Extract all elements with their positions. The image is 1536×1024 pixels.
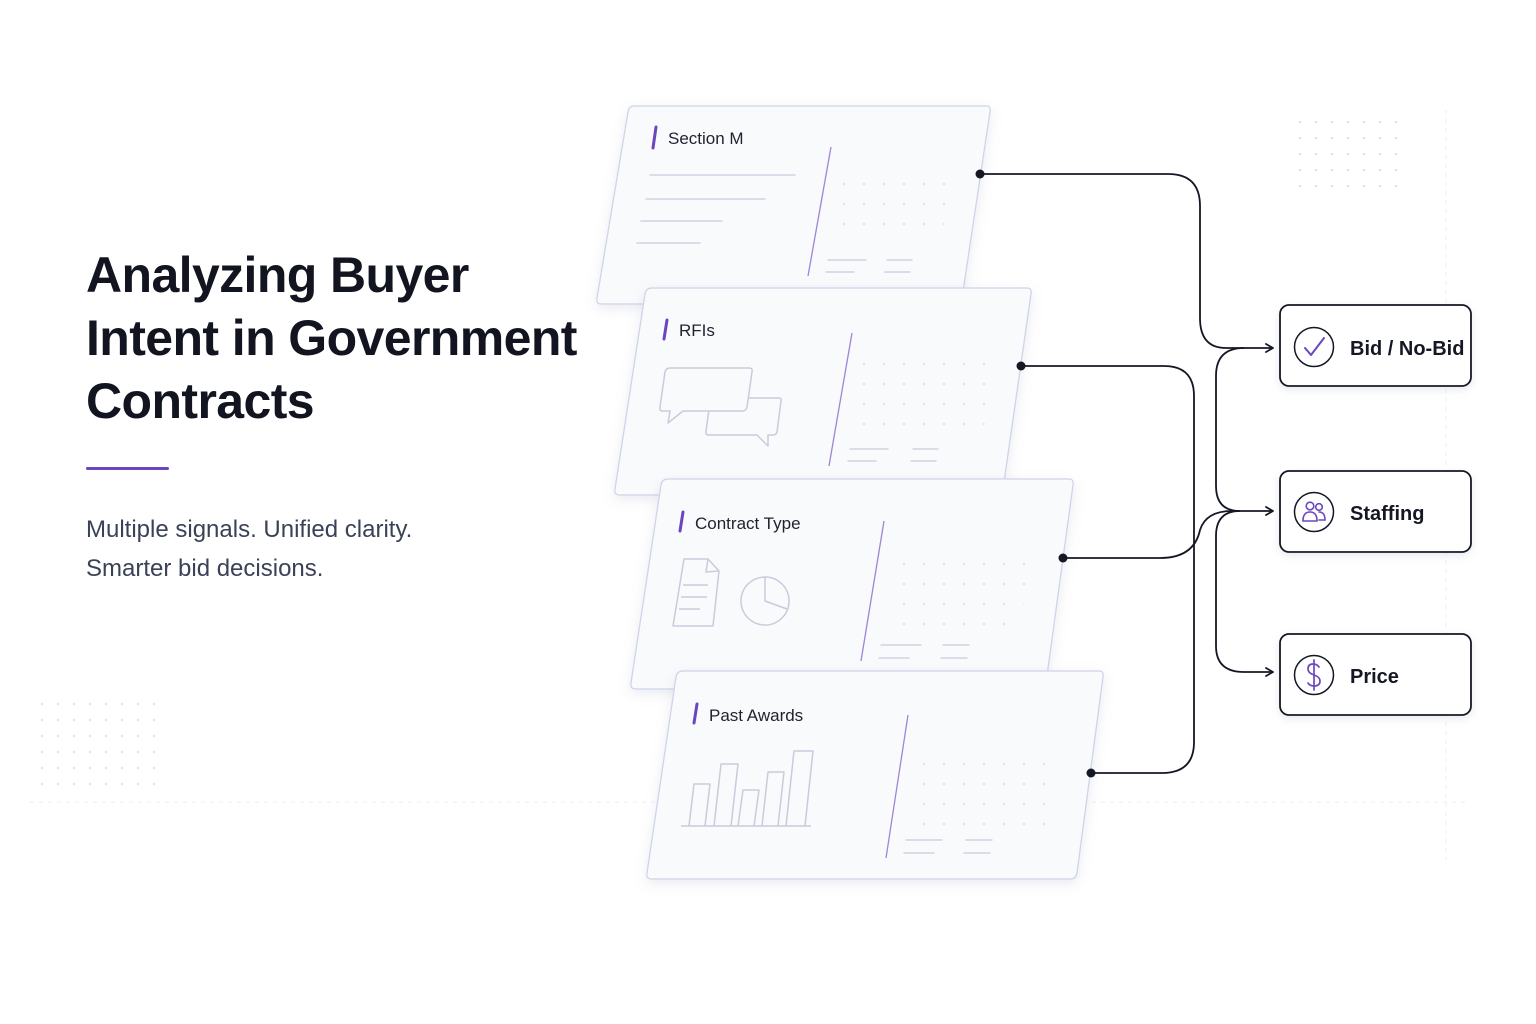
checkmark-icon — [1304, 337, 1325, 356]
card-dot-field — [852, 360, 993, 434]
title-accent-rule — [86, 467, 169, 470]
output-label: Price — [1350, 666, 1399, 688]
connector-dot-rfis — [1016, 361, 1026, 371]
card-accent-bar — [692, 702, 699, 725]
tagline-line-2: Smarter bid decisions. — [86, 555, 324, 582]
output-box-bid-no-bid: Bid / No-Bid — [1279, 304, 1472, 387]
input-card-contract-type: Contract Type — [630, 478, 1074, 690]
output-box-price: Price — [1279, 633, 1472, 716]
card-title: RFIs — [679, 321, 715, 340]
connector-dot-contract-type — [1058, 553, 1068, 563]
card-footer-lines — [847, 448, 939, 462]
title-line-3: Contracts — [86, 373, 315, 429]
people-icon — [1302, 501, 1326, 522]
card-title: Contract Type — [695, 514, 801, 533]
connector-contract-type — [1063, 506, 1274, 559]
connector-lines — [975, 169, 1274, 778]
card-divider — [885, 714, 909, 859]
card-divider — [860, 520, 885, 662]
icon-ring — [1293, 326, 1335, 368]
connector-rfis — [1021, 365, 1195, 774]
document-pie-icon — [672, 558, 790, 627]
dot-grid-bottom-left — [38, 700, 168, 796]
card-divider — [807, 146, 832, 277]
title-line-2: Intent in Government — [86, 310, 577, 366]
dollar-icon — [1307, 659, 1321, 691]
connector-branch-price — [1215, 510, 1274, 677]
connector-branch-bid — [1215, 347, 1245, 512]
card-footer-lines — [878, 644, 970, 659]
dot-grid-top-right — [1296, 118, 1406, 188]
card-footer-lines — [903, 839, 993, 854]
bar-chart-icon — [681, 750, 814, 827]
card-footer-lines — [825, 259, 913, 273]
card-title: Past Awards — [709, 706, 803, 725]
card-accent-bar — [678, 510, 685, 533]
card-dot-field — [886, 555, 1030, 630]
title-line-1: Analyzing Buyer — [86, 247, 469, 303]
connector-dot-section-m — [975, 169, 985, 179]
card-dot-field — [906, 750, 1065, 826]
output-box-staffing: Staffing — [1279, 470, 1472, 553]
input-card-past-awards: Past Awards — [646, 670, 1104, 880]
chat-bubbles-icon — [659, 367, 782, 447]
connector-dot-past-awards — [1086, 768, 1096, 778]
input-card-section-m: Section M — [596, 105, 991, 305]
output-label: Staffing — [1350, 503, 1424, 525]
card-title: Section M — [668, 129, 744, 148]
card-divider — [828, 332, 853, 467]
card-accent-bar — [662, 318, 669, 341]
tagline: Multiple signals. Unified clarity. Smart… — [86, 510, 606, 588]
output-label: Bid / No-Bid — [1350, 338, 1464, 360]
hero-section: Analyzing Buyer Intent in Government Con… — [86, 244, 606, 588]
tagline-line-1: Multiple signals. Unified clarity. — [86, 516, 413, 543]
card-accent-bar — [651, 125, 658, 150]
input-card-rfis: RFIs — [614, 287, 1032, 496]
card-dot-field — [832, 170, 952, 240]
text-lines-icon — [636, 174, 796, 244]
icon-ring — [1293, 491, 1335, 533]
connector-section-m — [980, 173, 1274, 353]
page-title: Analyzing Buyer Intent in Government Con… — [86, 244, 606, 433]
